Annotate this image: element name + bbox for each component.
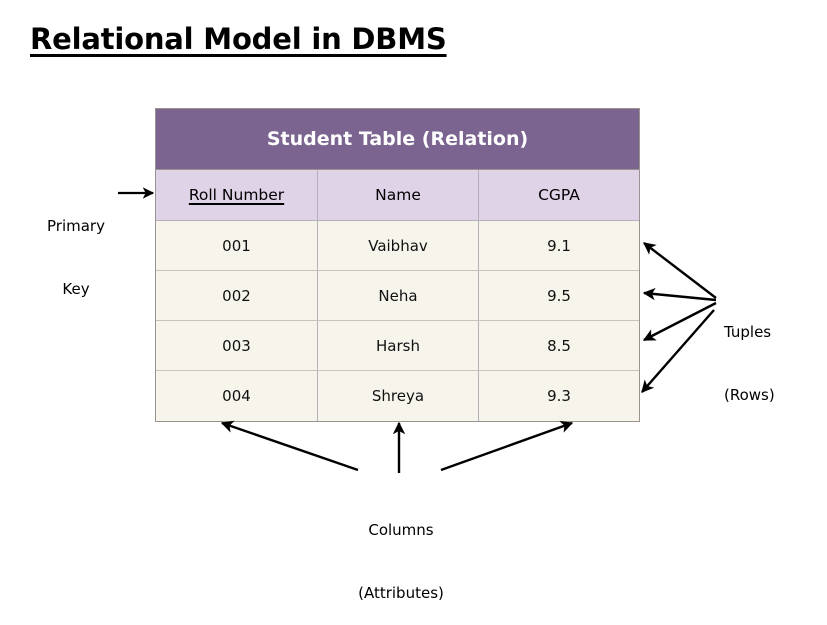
cell-name: Harsh: [318, 321, 479, 370]
annotation-columns-line1: Columns: [368, 521, 434, 539]
cell-cgpa: 9.3: [547, 387, 571, 405]
cell-cgpa: 9.5: [547, 286, 571, 305]
table-banner-title: Student Table (Relation): [156, 109, 639, 170]
cell-name: Neha: [318, 271, 479, 320]
annotation-primary-key-line2: Key: [62, 280, 90, 298]
table-header-row: Roll Number Name CGPA: [156, 170, 639, 221]
table-row: 003 Harsh 8.5: [156, 321, 639, 371]
column-header-cgpa: CGPA: [538, 186, 580, 204]
arrow-tuple-row-3: [642, 301, 717, 342]
arrow-tuple-row-4: [641, 309, 715, 393]
annotation-columns-line2: (Attributes): [358, 584, 444, 602]
annotation-primary-key-line1: Primary: [47, 217, 105, 235]
table-row: 001 Vaibhav 9.1: [156, 221, 639, 271]
arrow-column-cgpa: [440, 420, 574, 472]
annotation-tuples-line1: Tuples: [724, 323, 772, 341]
table-row: 002 Neha 9.5: [156, 271, 639, 321]
arrow-tuple-row-1: [643, 242, 717, 299]
cell-name: Shreya: [318, 371, 479, 421]
annotation-tuples: Tuples (Rows): [724, 280, 775, 427]
student-table: Student Table (Relation) Roll Number Nam…: [155, 108, 640, 422]
cell-cgpa: 8.5: [547, 336, 571, 355]
annotation-primary-key: Primary Key: [34, 174, 118, 321]
arrow-tuple-row-2: [642, 287, 717, 302]
cell-roll-number: 004: [156, 371, 318, 421]
cell-roll-number: 003: [156, 321, 318, 370]
annotation-columns: Columns (Attributes): [318, 478, 484, 625]
column-header-roll-number: Roll Number: [156, 170, 318, 220]
arrow-column-roll-number: [220, 420, 359, 472]
cell-cgpa: 9.1: [547, 236, 571, 255]
table-row: 004 Shreya 9.3: [156, 371, 639, 421]
column-header-name: Name: [318, 170, 479, 220]
cell-roll-number: 002: [156, 271, 318, 320]
annotation-tuples-line2: (Rows): [724, 386, 775, 404]
cell-name: Vaibhav: [318, 221, 479, 270]
cell-roll-number: 001: [156, 221, 318, 270]
page-title: Relational Model in DBMS: [30, 22, 447, 56]
